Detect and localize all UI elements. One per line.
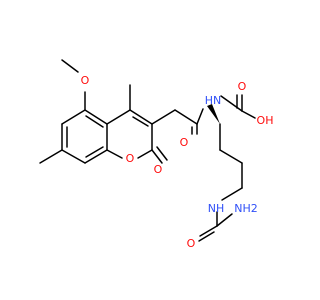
- bond: [220, 95, 243, 112]
- bond: [156, 146, 168, 161]
- urea-amine-label: NH2: [234, 202, 258, 215]
- amide-oxygen-label: O: [180, 136, 189, 149]
- bond: [85, 146, 104, 158]
- urea-nitrogen-label: NH: [208, 202, 225, 215]
- bond: [84, 109, 108, 125]
- bond: [85, 115, 104, 128]
- bonds: [39, 59, 256, 242]
- bond: [61, 149, 86, 164]
- carboxyl-oxygen-label: O: [238, 80, 247, 93]
- bond: [39, 149, 63, 164]
- amide-nitrogen-label: HN: [205, 94, 222, 107]
- bond: [61, 59, 79, 73]
- methoxy-oxygen-label: O: [81, 74, 90, 87]
- bond: [221, 187, 243, 201]
- wedge-bond: [207, 104, 220, 124]
- lactone-carbonyl-oxygen-label: O: [154, 163, 163, 176]
- carboxyl-hydroxyl-label: OH: [257, 114, 274, 127]
- structure-drawing: O O O O HN O OH NH O NH2: [39, 59, 274, 250]
- bond: [241, 110, 256, 119]
- ring-oxygen-label: O: [126, 152, 135, 165]
- bond: [196, 108, 204, 125]
- bond: [106, 109, 131, 125]
- molecule-diagram: O O O O HN O OH NH O NH2: [39, 59, 274, 250]
- urea-oxygen-label: O: [187, 237, 196, 250]
- bond: [137, 149, 153, 159]
- bond: [151, 149, 163, 164]
- bond: [61, 109, 86, 125]
- bond: [84, 149, 108, 164]
- bond: [132, 116, 149, 127]
- bond: [151, 109, 176, 125]
- bond: [129, 109, 153, 125]
- atom-labels: O O O O HN O OH NH O NH2: [81, 74, 274, 250]
- bond: [219, 149, 243, 164]
- bond: [216, 213, 233, 227]
- bond: [174, 109, 198, 125]
- bond: [198, 231, 215, 242]
- bond: [106, 149, 123, 159]
- bond: [199, 225, 218, 237]
